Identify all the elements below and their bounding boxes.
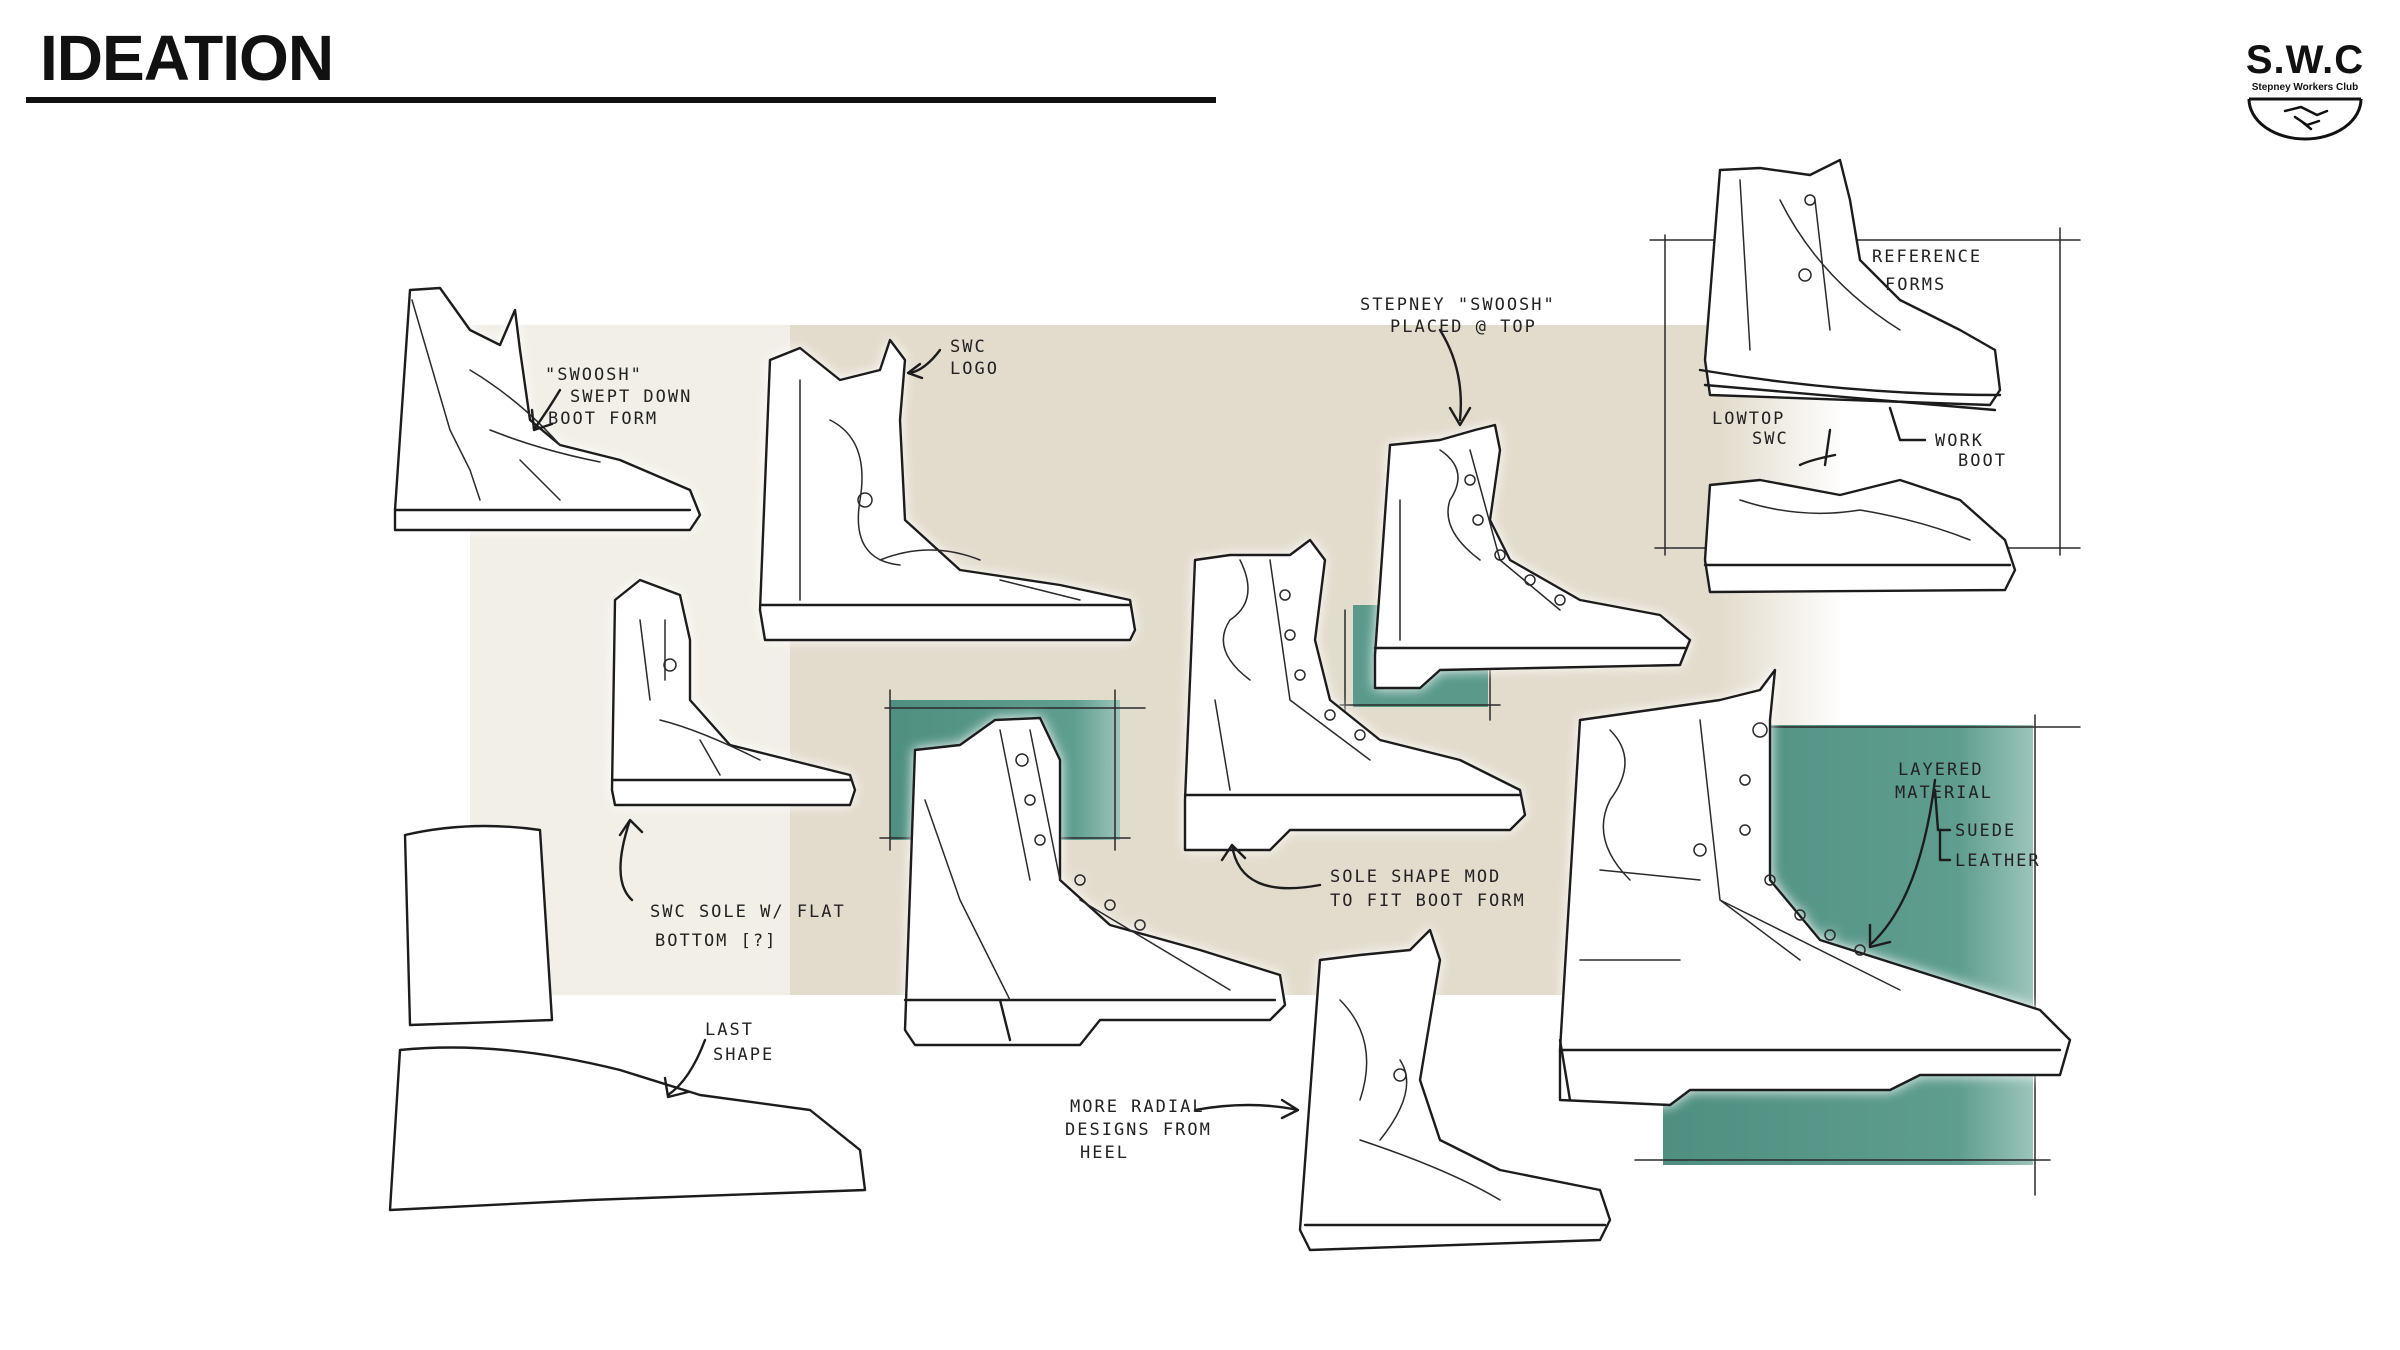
note-swc-sole: SWC SOLE W/ FLAT BOTTOM [?] (650, 902, 858, 951)
note-sole-shape-mod: SOLE SHAPE MOD TO FIT BOOT FORM (1330, 867, 1526, 911)
handshake-icon (2247, 97, 2363, 141)
note-line: SOLE SHAPE MOD (1330, 867, 1501, 887)
annotation-arrows (530, 328, 1952, 1120)
title-underline (26, 97, 1216, 103)
note-line: MATERIAL (1895, 783, 1993, 803)
note-work-boot: WORK BOOT (1935, 431, 2007, 471)
boot-sketch-layered (1558, 668, 2072, 1107)
brand-logo: S.W.C Stepney Workers Club (2240, 40, 2370, 141)
note-line: MORE RADIAL (1070, 1097, 1205, 1117)
note-line: PLACED @ TOP (1390, 317, 1537, 337)
note-line: SWEPT DOWN (570, 387, 692, 407)
note-line: SWC SOLE W/ FLAT (650, 902, 846, 922)
note-layered-material: LAYERED MATERIAL SUEDE LEATHER (1895, 760, 2041, 871)
note-line: SUEDE (1955, 821, 2016, 841)
note-swoosh-swept: "SWOOSH" SWEPT DOWN BOOT FORM (545, 365, 705, 429)
reference-lowtop (1703, 478, 2017, 594)
page-title: IDEATION (40, 22, 334, 94)
boot-sketch-small (610, 578, 857, 807)
note-swc-logo: SWC LOGO (950, 337, 999, 379)
note-line: REFERENCE (1872, 247, 1982, 267)
note-line: LEATHER (1955, 851, 2041, 871)
note-line: "SWOOSH" (545, 365, 643, 385)
boot-sketch-stepney (1373, 423, 1692, 690)
note-line: BOOT FORM (548, 409, 658, 429)
note-lowtop-swc: LOWTOP SWC (1712, 409, 1798, 449)
note-line: HEEL (1080, 1143, 1129, 1163)
note-line: BOTTOM [?] (655, 931, 777, 951)
note-more-radial: MORE RADIAL DESIGNS FROM HEEL (1065, 1097, 1224, 1163)
last-shape-sketch (388, 824, 867, 1212)
note-line: STEPNEY "SWOOSH" (1360, 295, 1556, 315)
boot-sketch-swoosh (393, 286, 702, 532)
note-line: BOOT (1958, 451, 2007, 471)
note-line: WORK (1935, 431, 1984, 451)
boot-sketch-laced (1183, 538, 1527, 852)
note-line: LAYERED (1898, 760, 1984, 780)
note-reference-forms: REFERENCE FORMS (1872, 247, 1994, 295)
note-line: SHAPE (713, 1045, 774, 1065)
note-line: SWC (1752, 429, 1789, 449)
note-line: SWC (950, 337, 987, 357)
boot-sketch-center (903, 716, 1287, 1047)
note-stepney-swoosh: STEPNEY "SWOOSH" PLACED @ TOP (1360, 295, 1568, 337)
note-line: LOGO (950, 359, 999, 379)
brand-subtitle: Stepney Workers Club (2251, 82, 2359, 93)
brand-name: S.W.C (2245, 38, 2365, 82)
note-line: DESIGNS FROM (1065, 1120, 1212, 1140)
note-last-shape: LAST SHAPE (705, 1020, 774, 1065)
boot-sketch-swc-logo (758, 338, 1137, 642)
note-line: TO FIT BOOT FORM (1330, 891, 1526, 911)
boot-sketch-radial (1298, 928, 1612, 1252)
note-line: FORMS (1885, 275, 1946, 295)
note-line: LAST (705, 1020, 754, 1040)
note-line: LOWTOP (1712, 409, 1785, 429)
reference-work-boot (1698, 158, 2002, 412)
